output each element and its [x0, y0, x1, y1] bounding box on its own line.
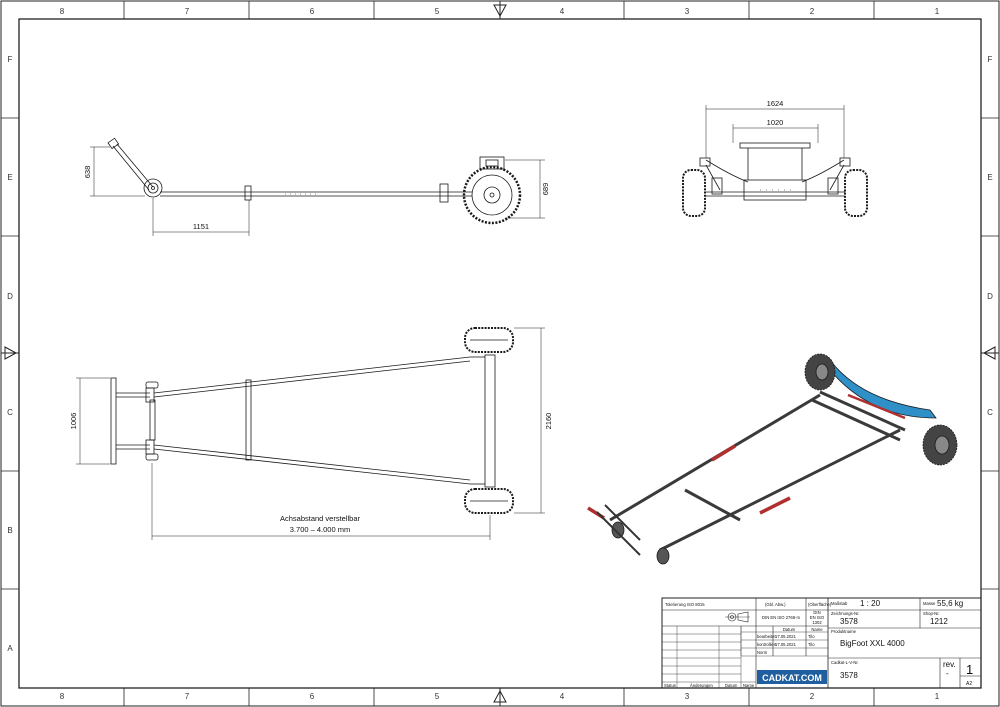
col-label: 5 — [435, 7, 440, 16]
row-label: E — [987, 173, 992, 182]
dim-side-height-1: 638 — [83, 166, 92, 179]
col-label: 6 — [310, 692, 315, 701]
isometric-view — [587, 353, 958, 565]
col-label: 1 — [935, 7, 940, 16]
dim-front-inner-width: 1020 — [767, 118, 784, 127]
dim-side-length: 1151 — [193, 222, 209, 231]
col-label: 8 — [60, 7, 65, 16]
plan-view — [76, 327, 545, 540]
tb-rev-label: rev. — [943, 660, 956, 669]
tb-row-checked-label: kontrolliert — [757, 642, 777, 647]
tb-header-name: Name — [811, 627, 823, 632]
tb-footer-name: Name — [743, 683, 755, 688]
tb-footer-status: Status — [664, 683, 676, 688]
tb-row-edited-date: 17.05.2021 — [775, 634, 797, 639]
row-label: F — [988, 55, 993, 64]
col-label: 4 — [560, 7, 565, 16]
tb-product-label: Produktname — [831, 629, 857, 634]
column-labels-top: 8 7 6 5 4 3 2 1 — [60, 7, 940, 16]
col-label: 4 — [560, 692, 565, 701]
front-view — [682, 105, 868, 217]
row-label: F — [8, 55, 13, 64]
col-label: 7 — [185, 692, 190, 701]
tb-row-norm-label: Norm — [757, 650, 768, 655]
col-label: 2 — [810, 7, 815, 16]
tb-row-checked-date: 17.05.2021 — [775, 642, 797, 647]
tb-scale-value: 1 : 20 — [860, 599, 881, 608]
row-label: D — [987, 292, 993, 301]
title-block — [661, 597, 982, 689]
row-label: A — [7, 644, 13, 653]
tb-shop-no-value: 1212 — [930, 617, 948, 626]
tb-cadkat-value: 3578 — [840, 671, 858, 680]
tb-mass-value: 55,6 kg — [937, 599, 963, 608]
blue-cradle — [829, 358, 937, 419]
col-label: 8 — [60, 692, 65, 701]
row-label: E — [7, 173, 12, 182]
tb-shop-no-label: Shop-Nr. — [923, 611, 940, 616]
tb-scale-label: Maßstab — [831, 601, 848, 606]
row-labels-right: F E D C — [987, 55, 993, 417]
row-label: D — [7, 292, 13, 301]
dim-wheelbase-label: Achsabstand verstellbar — [280, 514, 361, 523]
tb-format-value: A2 — [966, 681, 972, 687]
col-label: 7 — [185, 7, 190, 16]
side-view — [90, 137, 545, 236]
col-label: 2 — [810, 692, 815, 701]
tb-product-value: BigFoot XXL 4000 — [840, 639, 905, 648]
col-label: 3 — [685, 692, 690, 701]
dim-side-height-2: 689 — [541, 183, 550, 196]
tb-standard-line: DIN EN ISO 2768-m — [762, 615, 800, 620]
tb-surface-label: (Oberfläche) — [808, 602, 832, 607]
dim-plan-length: 2160 — [544, 413, 553, 430]
tb-drawing-no-label: Zeichnungs-Nr. — [831, 611, 859, 616]
dim-wheelbase-range: 3.700 – 4.000 mm — [290, 525, 350, 534]
row-label: C — [7, 408, 13, 417]
dim-front-outer-width: 1624 — [767, 99, 784, 108]
tb-row-edited-label: bearbeitet — [757, 634, 776, 639]
tb-surface-line: DIN — [813, 610, 820, 615]
cadkat-logo: CADKAT.COM — [757, 670, 827, 684]
tb-tolerance-label: Tolerierung ISO 8015 — [665, 602, 705, 607]
tb-rev-value: - — [946, 669, 949, 678]
tb-footer-changes: Änderungen — [690, 683, 713, 688]
col-label: 5 — [435, 692, 440, 701]
row-label: C — [987, 408, 993, 417]
row-label: B — [7, 526, 12, 535]
tb-row-edited-name: Tilo — [808, 634, 815, 639]
tb-surface-line: 1302 — [812, 620, 822, 625]
tb-surface-line: EN ISO — [810, 615, 825, 620]
tb-header-date: Datum — [783, 627, 796, 632]
col-label: 3 — [685, 7, 690, 16]
tb-footer-date: Datum — [725, 683, 738, 688]
col-label: 1 — [935, 692, 940, 701]
tb-row-checked-name: Tilo — [808, 642, 815, 647]
dim-plan-width: 1006 — [69, 413, 78, 430]
tb-sheet-value: 1 — [966, 662, 973, 677]
col-label: 6 — [310, 7, 315, 16]
tb-cadkat-label: Cadkat-L-V-Nr. — [831, 660, 859, 665]
row-labels-left: F E D C B A — [7, 55, 13, 653]
tb-drawing-no-value: 3578 — [840, 617, 858, 626]
inner-frame — [18, 18, 982, 689]
tb-gen-tolerance-label: (Gbl. Abw.) — [765, 602, 786, 607]
column-labels-bottom: 8 7 6 5 4 3 2 1 — [60, 692, 940, 701]
tb-mass-label: Masse — [923, 601, 936, 606]
logo-text: CADKAT.COM — [762, 673, 822, 683]
